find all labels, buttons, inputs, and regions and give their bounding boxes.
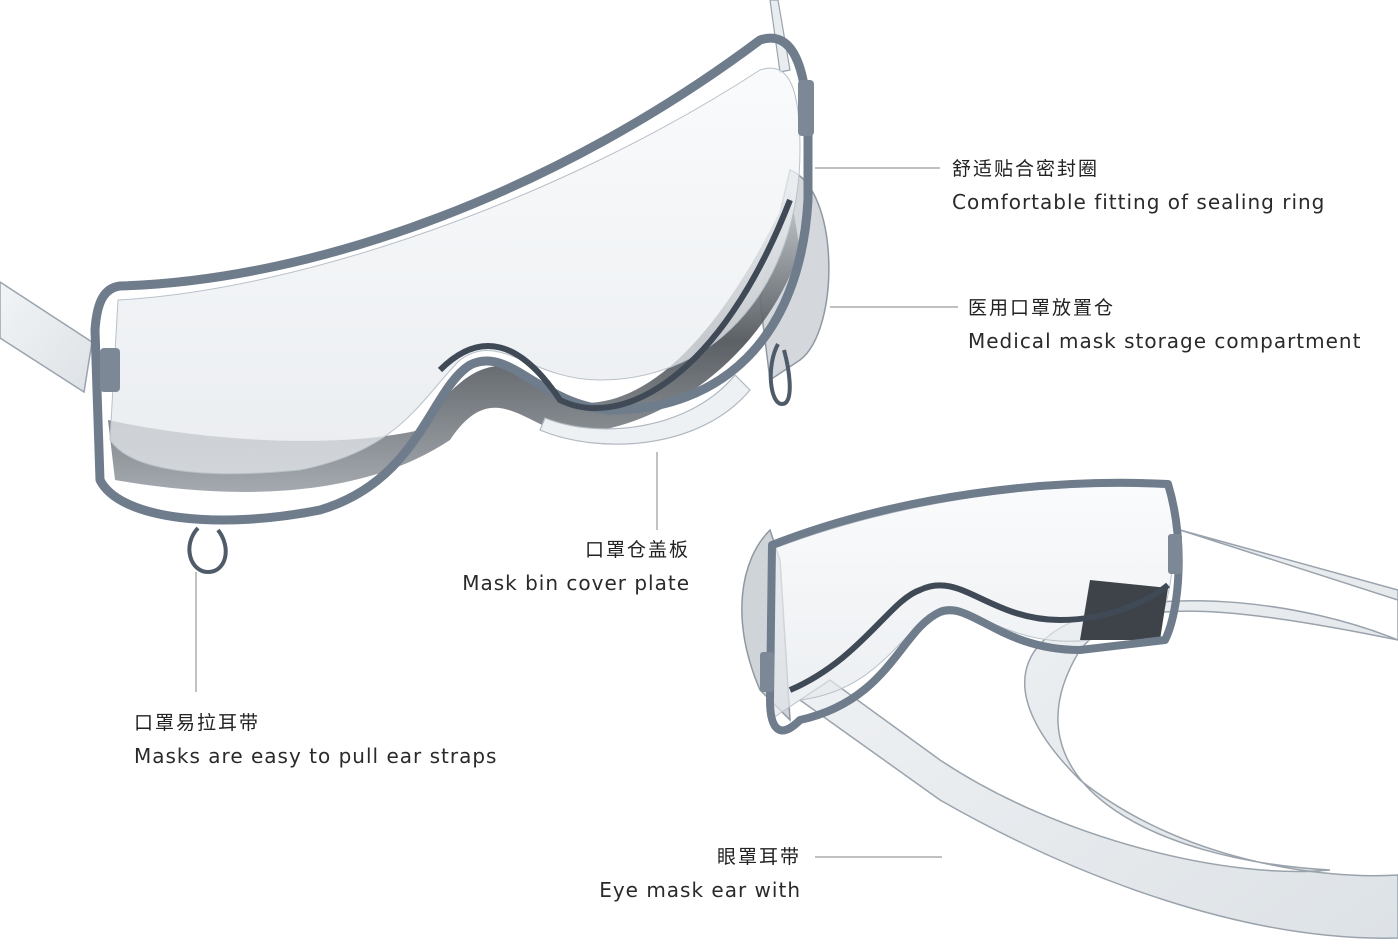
sealing-ring-frame [90,33,813,525]
mask-storage-label-en: Medical mask storage compartment [968,329,1362,353]
bin-cover-label-en: Mask bin cover plate [462,571,690,595]
sealing-ring-label-zh: 舒适贴合密封圈 [952,158,1100,180]
callout-sealing-ring: 舒适贴合密封圈 Comfortable fitting of sealing r… [952,158,1326,214]
sealing-ring-label-en: Comfortable fitting of sealing ring [952,190,1326,214]
rear-left-clip [760,652,774,692]
inner-frame [437,198,793,411]
rear-frame [766,478,1183,735]
bin-cover-plate [539,374,751,445]
left-ear-loop [187,526,228,575]
right-clip [798,80,814,136]
callout-eye-mask-strap: 眼罩耳带 Eye mask ear with [599,846,801,902]
rear-goggles [741,478,1398,939]
leader-lines [195,167,958,858]
bin-cover-label-zh: 口罩仓盖板 [584,539,690,561]
callout-ear-straps: 口罩易拉耳带 Masks are easy to pull ear straps [134,712,498,768]
rear-inner-frame [788,582,1170,693]
callout-bin-cover: 口罩仓盖板 Mask bin cover plate [462,539,690,595]
right-ear-loop [768,343,792,407]
eye-mask-strap-band [798,529,1398,939]
left-clip [100,348,120,392]
callout-mask-storage: 医用口罩放置仓 Medical mask storage compartment [968,297,1362,353]
rear-right-clip [1168,534,1182,574]
ear-straps-label-en: Masks are easy to pull ear straps [134,744,498,768]
ear-straps-label-zh: 口罩易拉耳带 [134,712,261,734]
inner-padding [108,190,800,492]
left-strap [0,281,93,394]
front-goggles [0,0,830,575]
eye-mask-strap-label-zh: 眼罩耳带 [716,846,801,868]
eye-mask-strap-label-en: Eye mask ear with [599,878,801,902]
mask-storage-label-zh: 医用口罩放置仓 [968,297,1116,319]
